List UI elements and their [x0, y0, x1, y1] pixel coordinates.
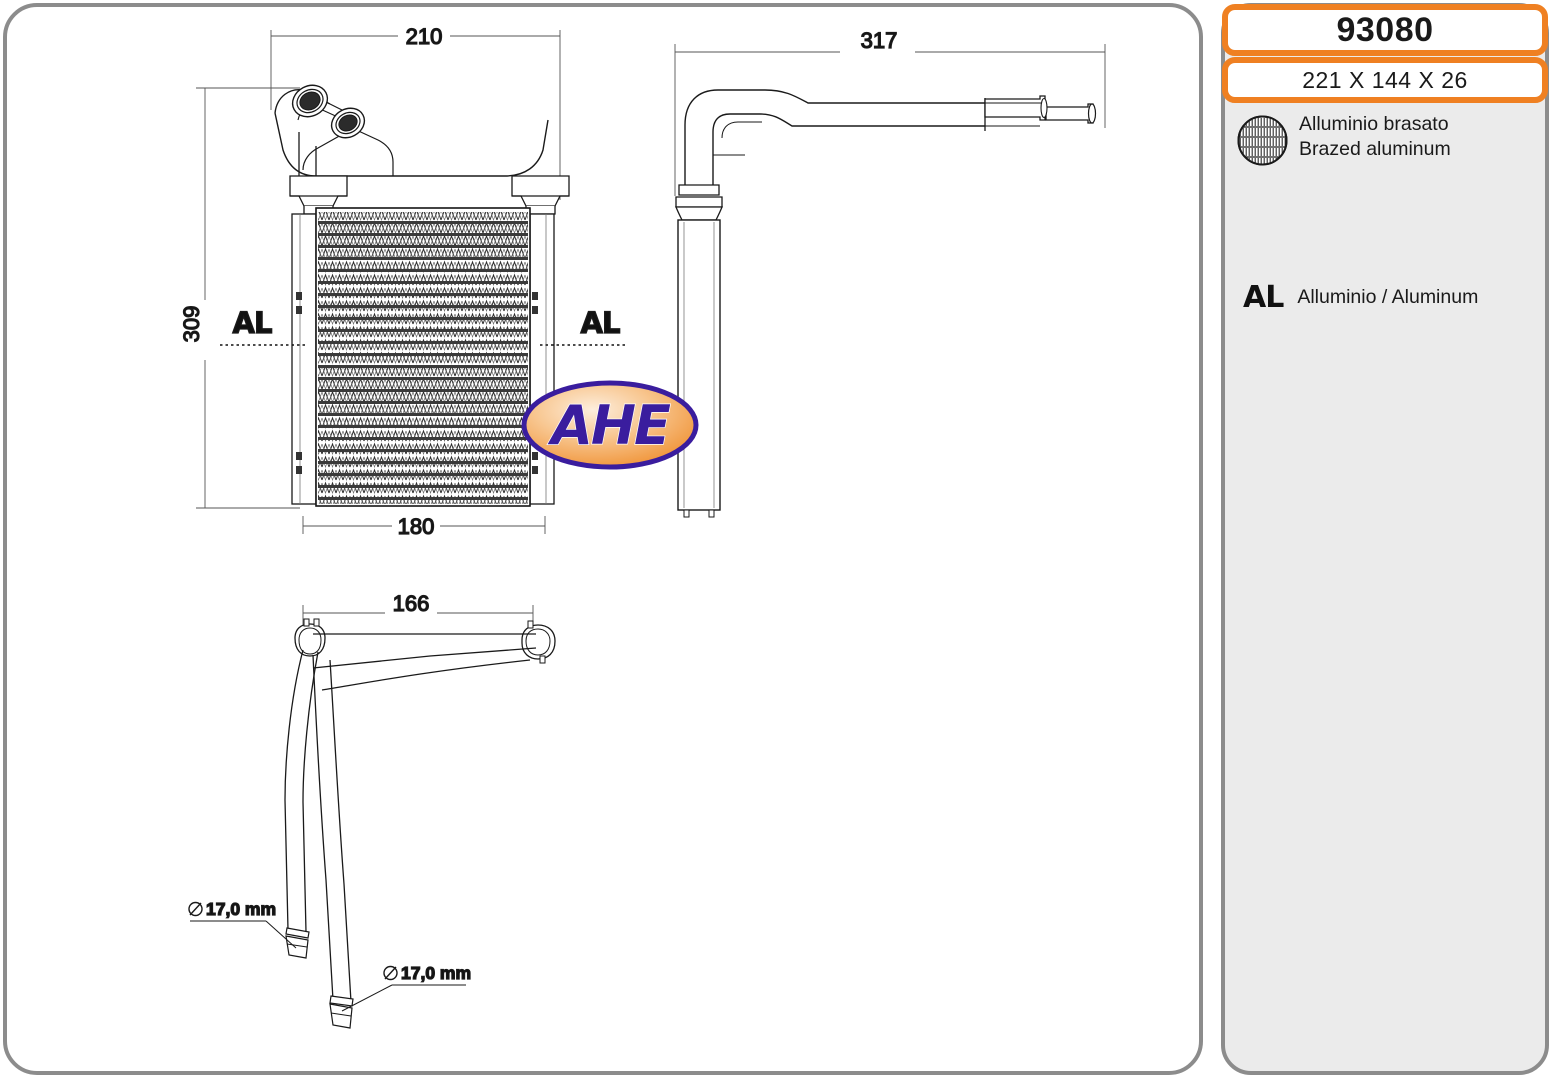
product-dimensions: 221 X 144 X 26 [1302, 66, 1468, 93]
side-view-pipe [684, 89, 1097, 195]
product-dimensions-box: 221 X 144 X 26 [1222, 57, 1548, 103]
dimension-180 [302, 516, 546, 534]
right-tank-head [511, 175, 570, 215]
al-material-mark: AL [1243, 280, 1284, 315]
al-material-label: Alluminio / Aluminum [1297, 286, 1479, 308]
dimension-166-label: 166 [393, 591, 430, 616]
callout-dia-right-label: 17,0 mm [401, 963, 471, 983]
al-mark-right: AL [581, 306, 620, 340]
callout-dia-left [188, 901, 297, 949]
left-side-tank [291, 213, 317, 505]
ahe-logo: AHE [521, 380, 699, 470]
dimension-317-label: 317 [861, 28, 898, 53]
info-panel [1221, 3, 1549, 1075]
product-code: 93080 [1336, 10, 1434, 49]
legend-aluminum: AL Alluminio / Aluminum [1243, 280, 1478, 315]
front-inlet-pipes [274, 89, 549, 178]
side-view-body [675, 184, 723, 518]
dimension-210 [270, 30, 561, 200]
technical-drawing: 210 309 180 [178, 23, 1106, 1029]
callout-dia-left-label: 17,0 mm [206, 899, 276, 919]
dimension-309 [196, 88, 300, 509]
legend-brazed-aluminum: Alluminio brasato Brazed aluminum [1236, 112, 1451, 167]
brazed-core-icon [1237, 115, 1288, 166]
ahe-logo-text: AHE [547, 394, 671, 457]
pipe-opening-1 [291, 84, 329, 118]
pipe-opening-2 [330, 107, 366, 139]
product-code-box: 93080 [1222, 4, 1548, 56]
drawing-frame [3, 3, 1203, 1075]
legend-brazed-en: Brazed aluminum [1299, 138, 1451, 160]
dimension-309-label: 309 [179, 306, 204, 343]
callout-dia-right [341, 965, 466, 1012]
bottom-view-pipe [284, 618, 556, 1029]
al-mark-left: AL [233, 306, 272, 340]
dimension-210-label: 210 [406, 24, 443, 49]
radiator-core [315, 207, 531, 507]
legend-brazed-it: Alluminio brasato [1299, 113, 1449, 135]
dimension-180-label: 180 [398, 514, 435, 539]
ahe-logo-ellipse [521, 380, 699, 470]
dimension-317 [674, 44, 1106, 196]
